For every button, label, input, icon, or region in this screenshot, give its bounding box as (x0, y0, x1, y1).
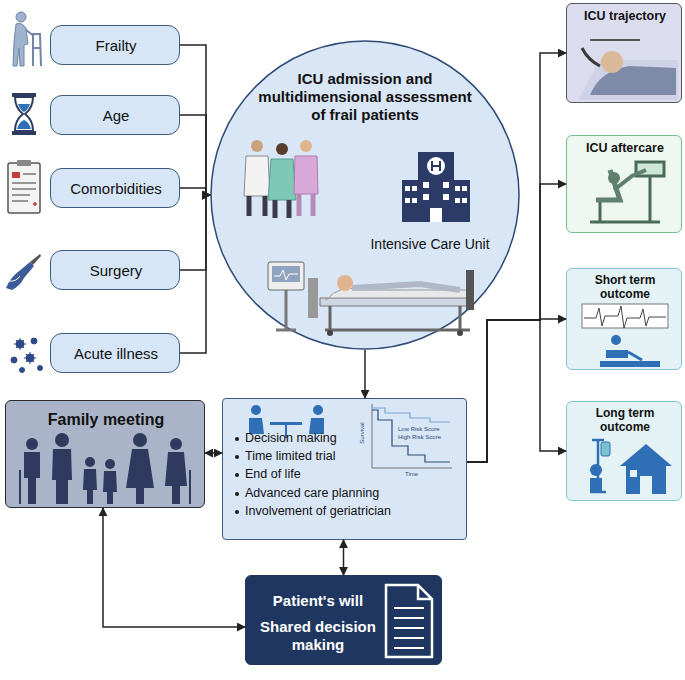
clipboard-icon (8, 160, 40, 213)
decision-box: Decision makingTime limited trialEnd of … (222, 398, 467, 540)
frail-person-icon (13, 12, 41, 66)
node-title: Acute illness (51, 345, 181, 363)
bullet-dot (235, 437, 239, 441)
connector-arrow (180, 115, 210, 195)
text-slot: ICU admission and multidimensional asses… (255, 70, 475, 124)
node-title: ICU admission and multidimensional asses… (255, 70, 475, 124)
node-title: Comorbidities (51, 180, 181, 198)
process-box: ICU trajectory (566, 3, 682, 103)
meeting-icon (249, 405, 324, 438)
text-slot: Short term outcome (570, 273, 680, 302)
family-silhouettes (20, 433, 190, 504)
document-icon (386, 585, 432, 657)
text-slot: Time limited trial (245, 449, 385, 464)
chart-label: Time (405, 471, 418, 477)
text-slot: Shared decision making (252, 618, 384, 654)
process-box: Surgery (50, 250, 180, 290)
bullet-text: Involvement of geriatrician (245, 504, 460, 519)
node-title: Patient's will (252, 592, 384, 610)
circle-shape (211, 41, 519, 349)
connector-arrow (180, 195, 210, 270)
bullet-dot (235, 455, 239, 459)
leg-press-figure (590, 162, 664, 222)
iv-house-figure (590, 440, 672, 494)
ecg-cpr-figure (582, 304, 668, 364)
node-title: Age (51, 107, 181, 125)
text-slot: Long term outcome (570, 406, 680, 435)
text-slot: Acute illness (51, 345, 181, 363)
bullet-text: Advanced care planning (245, 486, 455, 501)
text-slot: Involvement of geriatrician (245, 504, 460, 519)
connector-arrow (467, 184, 566, 462)
connector-arrow (467, 319, 566, 462)
hourglass-icon (12, 93, 36, 135)
bullet-dot (235, 473, 239, 477)
text-slot: Surgery (51, 262, 181, 280)
clinicians-figure (244, 140, 318, 218)
text-slot: Patient's will (252, 592, 384, 610)
chart-label: Survival (359, 422, 365, 443)
text-slot: Advanced care planning (245, 486, 455, 501)
text-slot: Comorbidities (51, 180, 181, 198)
hospital-building-icon (402, 152, 470, 222)
process-box: Frailty (50, 25, 180, 65)
bullet-dot (235, 492, 239, 496)
text-slot: Intensive Care Unit (360, 236, 500, 253)
chart-label: High Risk Score (398, 434, 441, 440)
text-slot: Frailty (51, 37, 181, 55)
node-text: Intensive Care Unit (360, 236, 500, 253)
node-title: ICU aftercare (570, 141, 680, 156)
process-box: Age (50, 95, 180, 135)
node-title: Long term outcome (570, 406, 680, 435)
node-title: ICU trajectory (570, 9, 680, 24)
connector-arrow (180, 188, 210, 195)
connector-arrow (103, 508, 245, 627)
connector-arrow (180, 45, 210, 195)
process-box: Comorbidities (50, 168, 180, 208)
text-slot: End of life (245, 467, 385, 482)
bullet-text: End of life (245, 467, 385, 482)
connector-arrow (180, 195, 210, 353)
survival-chart (372, 404, 452, 468)
process-box: ICU aftercare (566, 135, 682, 233)
scalpel-hand-icon (6, 254, 41, 290)
text-slot: Age (51, 107, 181, 125)
process-box: Short term outcome (566, 268, 682, 370)
text-slot: Family meeting (6, 410, 206, 429)
chart-label: Low Risk Score (398, 426, 440, 432)
bullet-dot (235, 510, 239, 514)
bullet-text: Time limited trial (245, 449, 385, 464)
node-title: Family meeting (6, 410, 206, 429)
node-title: Frailty (51, 37, 181, 55)
process-box: Acute illness (50, 333, 180, 373)
node-title: Surgery (51, 262, 181, 280)
connector-arrow (467, 320, 566, 462)
connector-arrow (343, 540, 345, 575)
text-slot: ICU trajectory (570, 9, 680, 24)
connector-arrow (205, 452, 222, 454)
node-title: Short term outcome (570, 273, 680, 302)
assessment-circle: ICU admission and multidimensional asses… (210, 40, 520, 350)
process-box: Long term outcome (566, 401, 682, 501)
connector-arrow (467, 53, 566, 462)
virus-icon (11, 338, 43, 373)
process-box: Family meeting (5, 400, 205, 508)
text-slot: ICU aftercare (570, 141, 680, 156)
node-text: Shared decision making (252, 618, 384, 654)
connector-arrow (364, 350, 366, 398)
icu-bed-figure (268, 262, 474, 336)
intubated-patient-figure (578, 40, 678, 100)
process-box: Patient's willShared decision making (245, 575, 442, 665)
